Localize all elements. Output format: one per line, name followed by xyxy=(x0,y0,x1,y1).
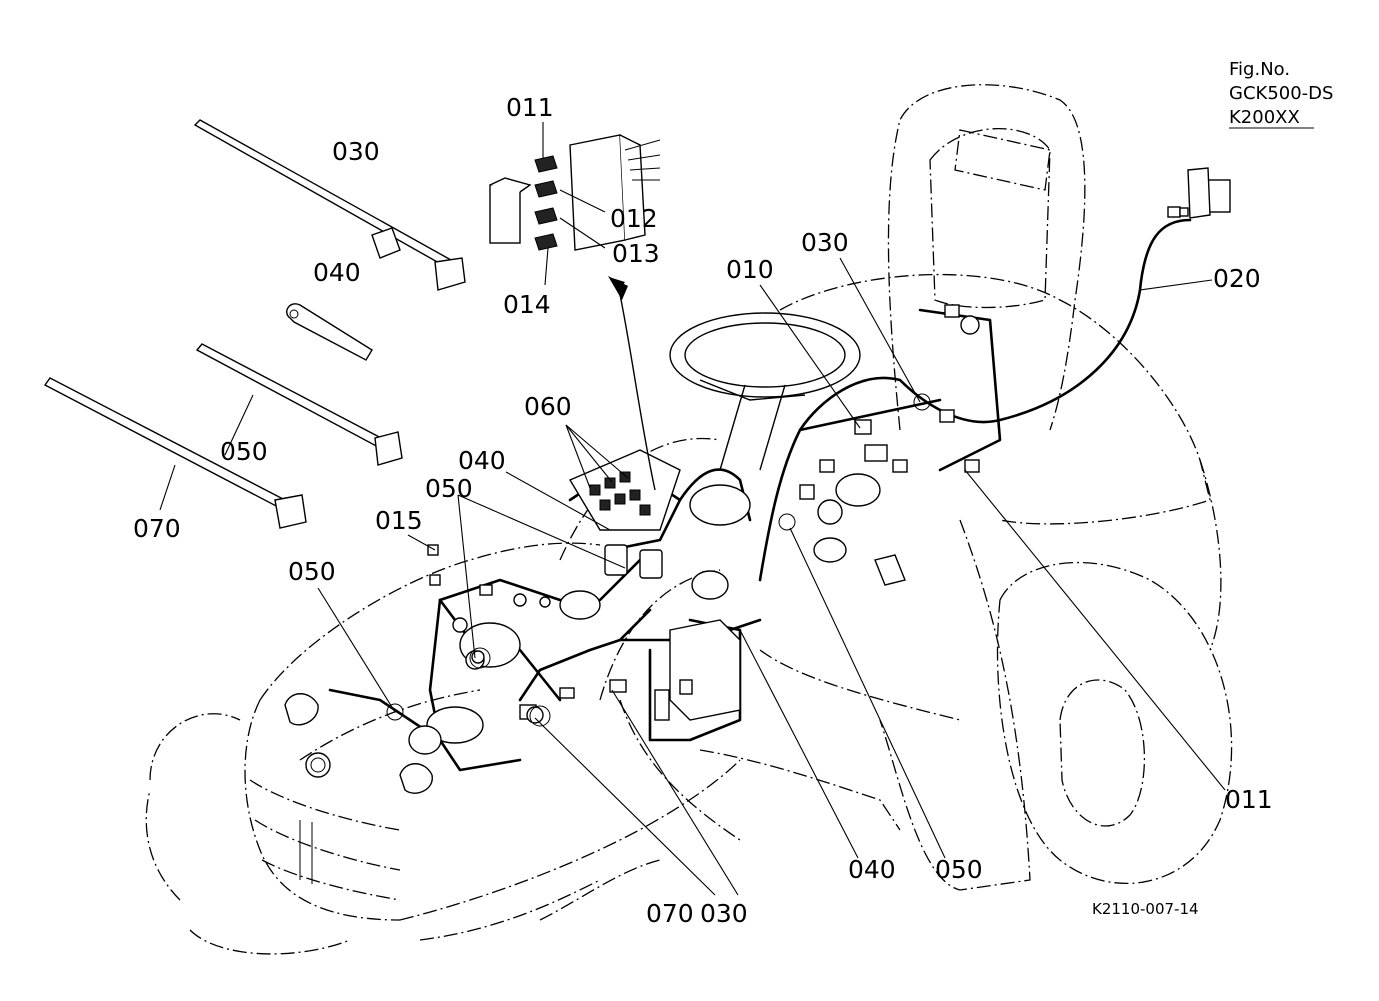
drawing-number: K2110-007-14 xyxy=(1092,900,1199,918)
fig-no-label: Fig.No. xyxy=(1229,59,1290,80)
callout-014: 014 xyxy=(503,290,551,319)
callout-070-tie: 070 xyxy=(133,514,181,543)
harness-components xyxy=(284,167,1231,794)
callout-050-bottom: 050 xyxy=(935,855,983,884)
callout-050-tie: 050 xyxy=(220,437,268,466)
callout-040-mid: 040 xyxy=(458,446,506,475)
fig-code-secondary: K200XX xyxy=(1229,107,1300,128)
callout-070-bottom: 070 xyxy=(646,899,694,928)
callout-012: 012 xyxy=(610,204,658,233)
callout-030-tie: 030 xyxy=(332,137,380,166)
callout-015: 015 xyxy=(375,506,423,535)
exploded-fuse-block xyxy=(489,134,661,491)
callout-013: 013 xyxy=(612,239,660,268)
callout-010: 010 xyxy=(726,255,774,284)
steering-wheel xyxy=(669,312,861,471)
callout-040-bottom: 040 xyxy=(848,855,896,884)
leader-lines xyxy=(159,122,1226,896)
callout-050-mid: 050 xyxy=(425,474,473,503)
callout-011-top: 011 xyxy=(506,93,554,122)
callout-030-top: 030 xyxy=(801,228,849,257)
callout-030-bottom: 030 xyxy=(700,899,748,928)
tractor-outline xyxy=(145,84,1233,955)
fig-code-primary: GCK500-DS xyxy=(1229,83,1333,104)
callout-060: 060 xyxy=(524,392,572,421)
callout-labels: 011 012 013 014 030 040 050 070 060 040 … xyxy=(133,93,1273,928)
callout-011-right: 011 xyxy=(1225,785,1273,814)
callout-050-left: 050 xyxy=(288,557,336,586)
callout-040-tie: 040 xyxy=(313,258,361,287)
callout-020: 020 xyxy=(1213,264,1261,293)
exploded-cable-ties xyxy=(43,119,466,529)
figure-reference: Fig.No. GCK500-DS K200XX K2110-007-14 xyxy=(1092,59,1333,918)
